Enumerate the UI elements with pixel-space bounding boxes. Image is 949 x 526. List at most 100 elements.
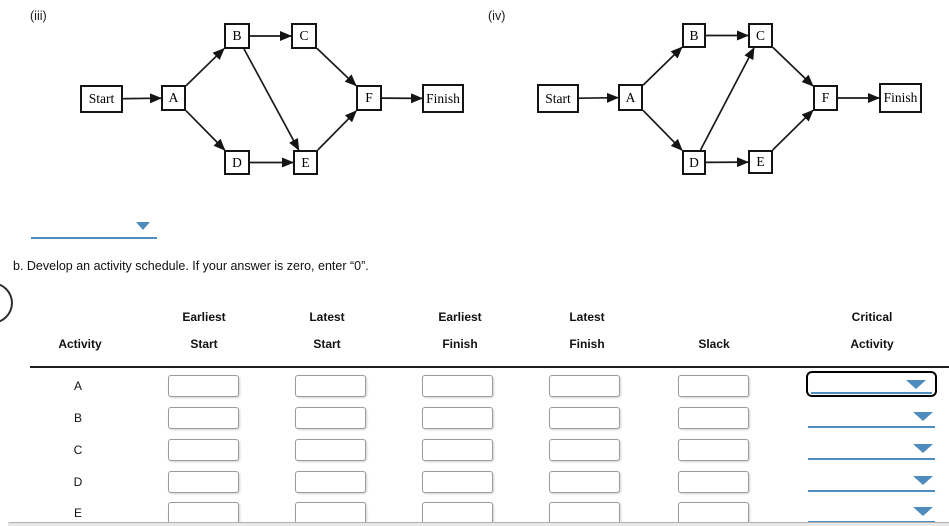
earliest-finish-input-B[interactable]	[422, 407, 493, 429]
dropdown-underline	[811, 391, 932, 394]
edge-iii-A-B	[185, 47, 225, 87]
activity-row-label-A: A	[73, 379, 82, 393]
question-text: b. Develop an activity schedule. If your…	[13, 259, 369, 273]
slack-input-B[interactable]	[678, 407, 749, 429]
slack-input-C[interactable]	[678, 439, 749, 461]
horizontal-scrollbar[interactable]	[8, 522, 949, 526]
critical-activity-dropdown-E[interactable]	[808, 504, 935, 523]
dropdown-arrow-icon	[913, 476, 933, 485]
edge-iii-start-A	[122, 93, 162, 104]
col-header-activity: Activity	[20, 310, 140, 353]
dropdown-underline	[31, 236, 157, 239]
node-iv-finish: Finish	[879, 83, 922, 113]
edge-iv-A-B	[642, 46, 683, 86]
slack-input-A[interactable]	[678, 375, 749, 397]
edge-iv-D-C	[699, 47, 755, 151]
slack-input-E[interactable]	[678, 502, 749, 524]
dropdown-underline	[808, 520, 935, 523]
header-line1: Critical	[851, 310, 893, 324]
node-iv-A: A	[618, 84, 643, 111]
slack-input-D[interactable]	[678, 471, 749, 493]
node-iii-B: B	[224, 23, 250, 49]
edge-iv-E-F	[772, 109, 814, 151]
latest-start-input-D[interactable]	[295, 471, 366, 493]
decorative-circle-fragment	[0, 282, 13, 324]
node-iv-E: E	[748, 150, 773, 174]
edge-iv-A-D	[642, 109, 683, 151]
latest-finish-input-C[interactable]	[549, 439, 620, 461]
earliest-finish-input-A[interactable]	[422, 375, 493, 397]
header-line2: Finish	[569, 337, 605, 351]
node-iii-C: C	[291, 23, 317, 49]
header-line2: Finish	[442, 337, 478, 351]
earliest-start-input-A[interactable]	[168, 375, 239, 397]
earliest-start-input-D[interactable]	[168, 471, 239, 493]
header-line1	[654, 310, 774, 337]
dropdown-underline	[808, 425, 935, 428]
edge-iii-E-F	[317, 110, 357, 151]
header-line2: Start	[313, 337, 341, 351]
diagram-iv-label: (iv)	[488, 9, 506, 23]
latest-finish-input-B[interactable]	[549, 407, 620, 429]
edge-iv-C-F	[772, 46, 814, 87]
dropdown-arrow-icon	[136, 222, 150, 230]
edge-iv-start-A	[578, 92, 619, 103]
answer-dropdown[interactable]	[31, 221, 157, 239]
earliest-start-input-B[interactable]	[168, 407, 239, 429]
earliest-start-input-C[interactable]	[168, 439, 239, 461]
activity-row-label-C: C	[73, 443, 83, 457]
latest-start-input-C[interactable]	[295, 439, 366, 461]
edge-iii-A-D	[185, 110, 226, 151]
dropdown-arrow-icon	[913, 507, 933, 516]
header-line1: Earliest	[438, 310, 482, 324]
critical-activity-dropdown-D[interactable]	[808, 473, 935, 492]
header-line1	[20, 310, 140, 337]
earliest-start-input-E[interactable]	[168, 502, 239, 524]
node-iii-D: D	[224, 150, 250, 175]
dropdown-arrow-icon	[906, 380, 926, 389]
critical-activity-dropdown-C[interactable]	[808, 441, 935, 460]
edge-iii-C-F	[316, 47, 357, 87]
latest-finish-input-D[interactable]	[549, 471, 620, 493]
node-iii-F: F	[356, 85, 382, 111]
dropdown-underline	[808, 457, 935, 460]
node-iv-F: F	[813, 85, 838, 111]
critical-activity-dropdown-B[interactable]	[808, 409, 935, 428]
dropdown-underline	[808, 489, 935, 492]
table-header-rule	[30, 366, 949, 368]
col-header-slack: Slack	[654, 310, 774, 353]
header-line2: Slack	[698, 337, 730, 351]
earliest-finish-input-C[interactable]	[422, 439, 493, 461]
earliest-finish-input-E[interactable]	[422, 502, 493, 524]
header-line2: Start	[190, 337, 218, 351]
latest-start-input-E[interactable]	[295, 502, 366, 524]
header-line1: Earliest	[182, 310, 226, 324]
activity-row-label-E: E	[73, 506, 82, 520]
earliest-finish-input-D[interactable]	[422, 471, 493, 493]
latest-finish-input-A[interactable]	[549, 375, 620, 397]
diagram-iii-label: (iii)	[30, 9, 47, 23]
header-line1: Latest	[569, 310, 605, 324]
dropdown-arrow-icon	[913, 444, 933, 453]
edge-iii-B-E	[243, 48, 300, 151]
activity-row-label-B: B	[73, 411, 82, 425]
critical-activity-dropdown-A[interactable]	[806, 371, 937, 397]
latest-start-input-A[interactable]	[295, 375, 366, 397]
node-iii-finish: Finish	[422, 84, 464, 113]
node-iii-E: E	[293, 150, 318, 175]
node-iii-start: Start	[80, 85, 123, 113]
diagram-edges-layer	[122, 30, 880, 168]
header-line1: Latest	[309, 310, 345, 324]
latest-finish-input-E[interactable]	[549, 502, 620, 524]
latest-start-input-B[interactable]	[295, 407, 366, 429]
header-line2: Activity	[58, 337, 102, 351]
node-iv-start: Start	[537, 84, 579, 113]
header-line2: Activity	[850, 337, 894, 351]
